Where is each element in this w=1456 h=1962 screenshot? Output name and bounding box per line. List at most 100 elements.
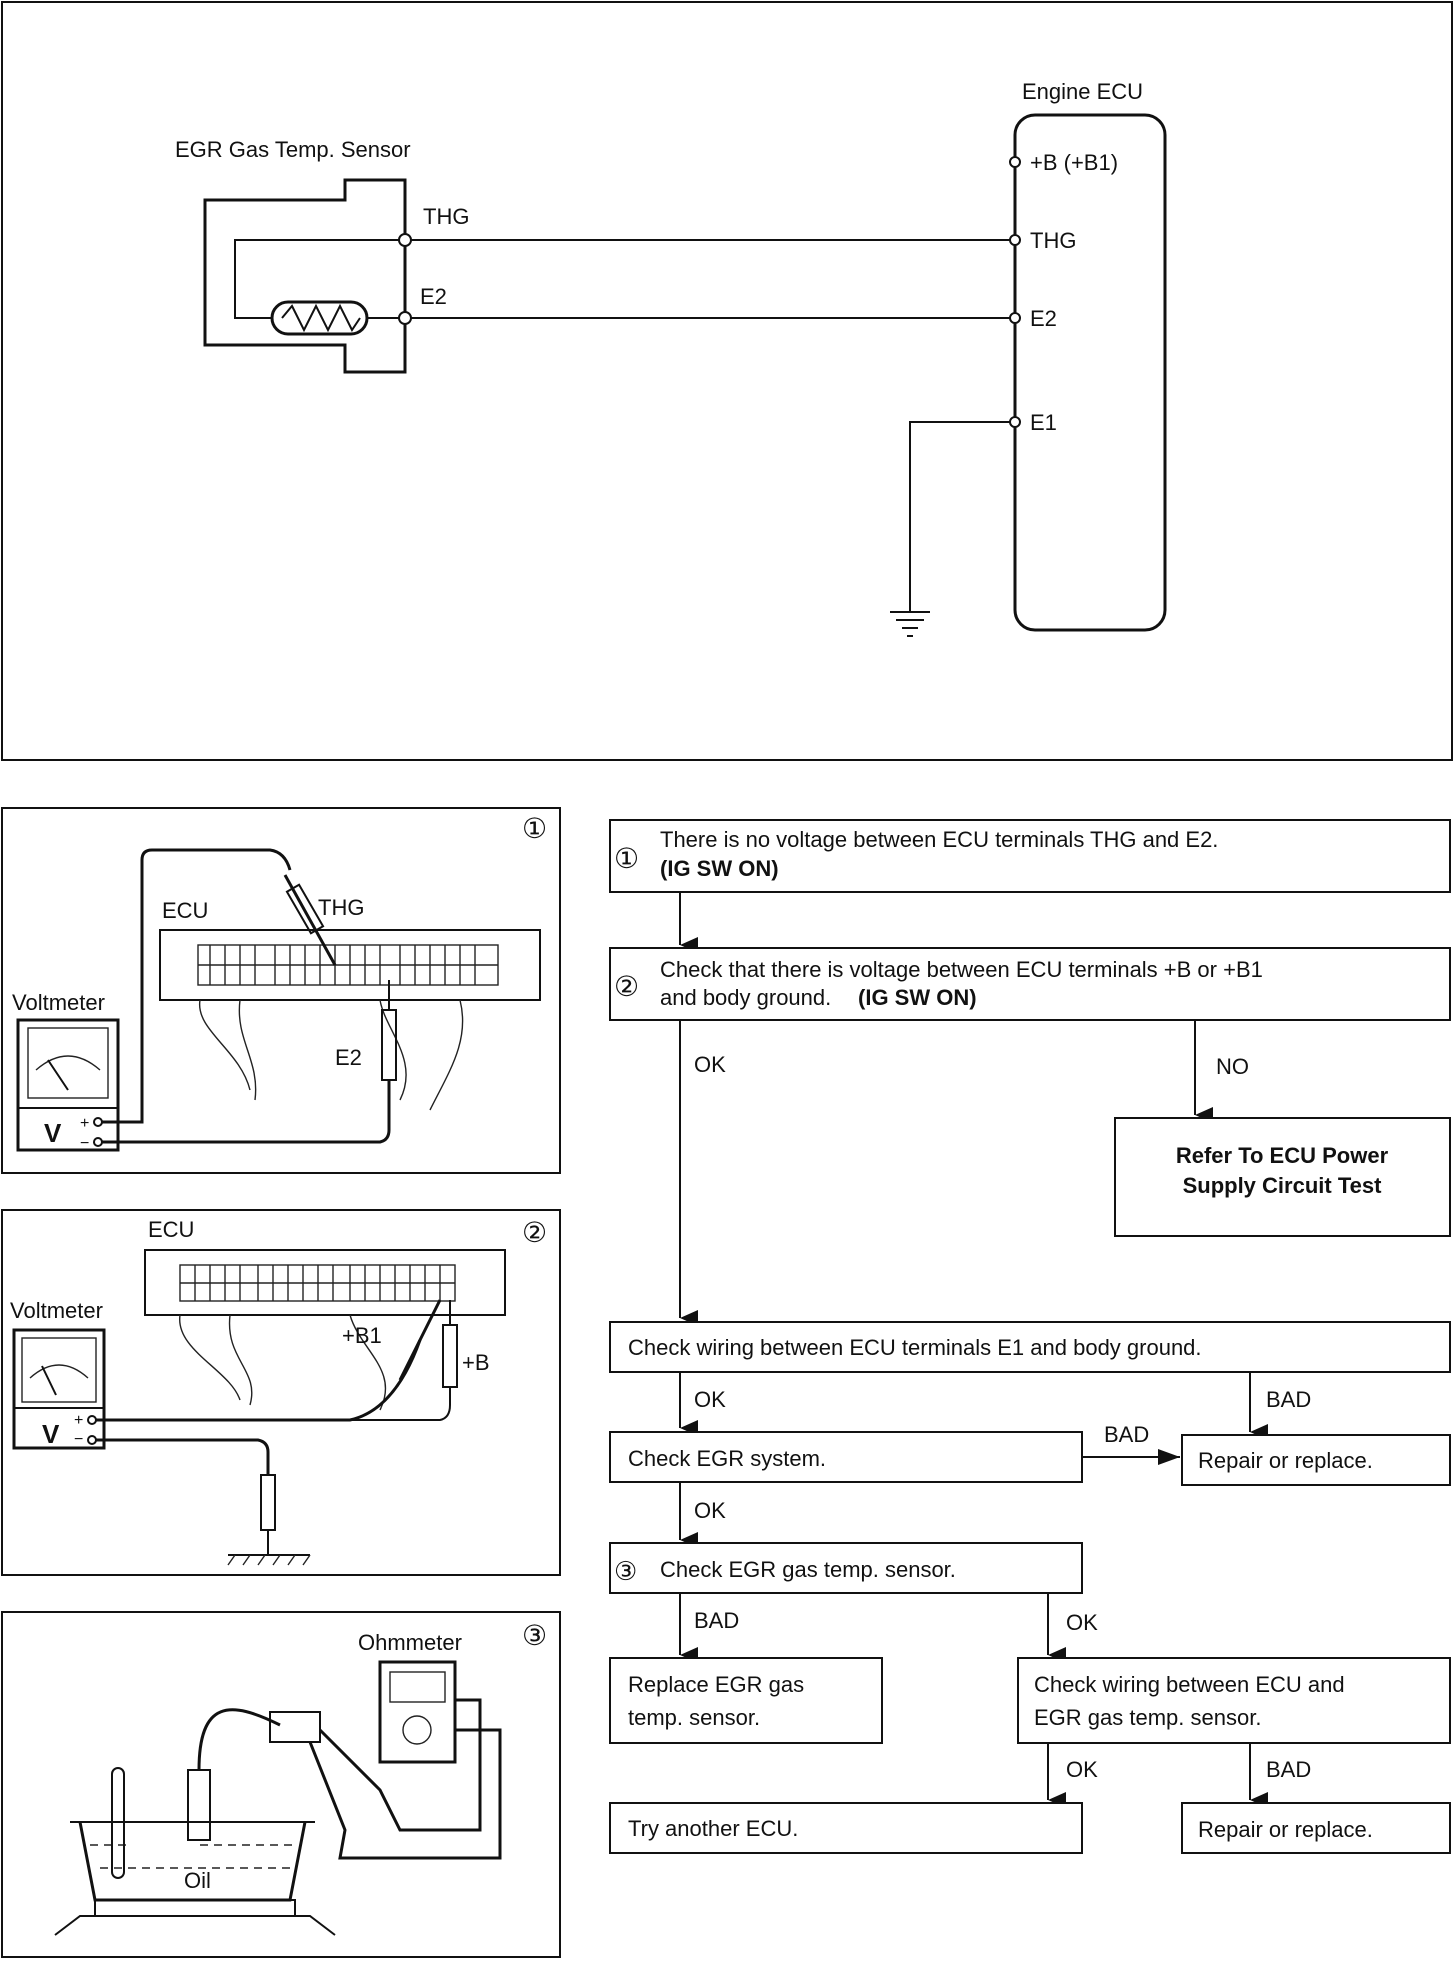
panel-3-frame [1,1611,561,1958]
flow-no-1: NO [1216,1054,1249,1079]
flow-bad-2: BAD [1266,1387,1311,1412]
negative-lead [102,1080,391,1144]
flow-try-ecu-text: Try another ECU. [628,1816,798,1841]
ohmmeter-icon [378,1660,457,1764]
flow-step-1-condition: (IG SW ON) [660,856,779,881]
flow-step-2-box [609,947,1451,1021]
flow-step-3-text: Check EGR gas temp. sensor. [660,1557,956,1582]
panel-2-voltmeter-label: Voltmeter [10,1298,103,1323]
flow-power-supply-text: Refer To ECU Power [1176,1143,1389,1168]
sensor-terminal-thg [398,233,412,247]
troubleshooting-flowchart: ① There is no voltage between ECU termin… [609,819,1451,1854]
panel-2-b1-label: +B1 [342,1323,382,1348]
thermometer-icon [111,1767,125,1879]
ecu-terminal-e2 [1009,312,1021,324]
flow-step-3-box [609,1542,1083,1594]
flow-bad-5: BAD [1266,1757,1311,1782]
flow-repair-text-1: Repair or replace. [1198,1448,1373,1473]
flow-step-2-text: Check that there is voltage between ECU … [660,957,1263,982]
flow-repair-text-2: Repair or replace. [1198,1817,1373,1842]
flow-step-1-box [609,819,1451,893]
sensor-terminal-thg-label: THG [423,204,469,229]
sensor-internal-wire [234,239,405,319]
flow-try-ecu-box [609,1802,1083,1854]
ecu-terminal-e1 [1009,416,1021,428]
svg-text:+: + [74,1412,83,1429]
flow-check-wiring-text: Check wiring between ECU and [1034,1672,1345,1697]
ecu-terminal-b [1009,156,1021,168]
flow-power-supply-box [1114,1117,1451,1237]
ground-icon [890,611,930,637]
flow-ok-4: OK [1066,1610,1098,1635]
panel-3-ohmmeter-label: Ohmmeter [358,1630,462,1655]
flow-check-wiring-text-2: EGR gas temp. sensor. [1034,1705,1261,1730]
flow-step-2-condition: (IG SW ON) [858,985,977,1010]
ohmmeter-lead-2 [308,1728,502,1860]
flow-power-supply-text-2: Supply Circuit Test [1183,1173,1383,1198]
flow-check-wiring-box [1017,1657,1451,1744]
flow-ok-1: OK [694,1052,726,1077]
flow-step-3-number: ③ [614,1556,637,1586]
thg-probe [283,874,337,966]
ecu-terminal-e1-label: E1 [1030,410,1057,435]
panel-3-number: ③ [522,1620,547,1651]
wiring-diagram: Engine ECU +B (+B1) THG E2 E1 EGR Gas Te… [1,1,1453,761]
sensor-connector-icon [269,1711,321,1743]
ecu-terminal-b-label: +B (+B1) [1030,150,1118,175]
voltmeter-icon-2 [12,1328,106,1450]
panel-2-frame [1,1209,561,1576]
panel-3-oil-label: Oil [184,1868,211,1893]
egr-sensor-title: EGR Gas Temp. Sensor [175,137,411,162]
panel-1-thg-label: THG [318,895,364,920]
flow-step-2-number: ② [614,971,639,1002]
flow-replace-sensor-text-2: temp. sensor. [628,1705,760,1730]
panel-1-v-label: V [44,1118,62,1148]
flow-bad-4: BAD [694,1608,739,1633]
ecu-terminal-thg [1009,234,1021,246]
ecu-connector [159,929,541,1001]
svg-text:−: − [80,1135,89,1152]
svg-text:+: + [80,1115,89,1132]
flow-ok-3: OK [694,1498,726,1523]
flow-ok-2: OK [694,1387,726,1412]
panel-1-e2-label: E2 [335,1045,362,1070]
flow-egr-system-text: Check EGR system. [628,1446,826,1471]
flow-replace-sensor-text: Replace EGR gas [628,1672,804,1697]
ecu-terminal-e2-label: E2 [1030,306,1057,331]
ecu-connector-2 [144,1249,506,1316]
panel-1-voltmeter-label: Voltmeter [12,990,105,1015]
flow-step-2-text-2: and body ground. [660,985,831,1010]
negative-lead-2 [96,1438,270,1475]
sensor-terminal-e2-label: E2 [420,284,447,309]
flow-step-1-number: ① [614,843,639,874]
panel-2-b-label: +B [462,1350,490,1375]
flow-replace-sensor-box [609,1657,883,1744]
flow-wiring-e1-box [609,1321,1451,1373]
flow-bad-3: BAD [1104,1422,1149,1447]
positive-lead [102,848,292,1124]
flow-step-1-text: There is no voltage between ECU terminal… [660,827,1218,852]
panel-2-ecu-label: ECU [148,1217,194,1242]
engine-ecu-title: Engine ECU [1022,79,1143,104]
panel-2-number: ② [522,1217,547,1248]
flow-ok-5: OK [1066,1757,1098,1782]
wiring-diagram-frame [1,1,1453,761]
flow-egr-system-box [609,1431,1083,1483]
ohmmeter-lead-1 [318,1698,482,1832]
panel-1-voltage-check: ① ECU THG E2 Voltmeter [1,807,561,1174]
panel-1-ecu-label: ECU [162,898,208,923]
thermistor-zigzag [281,303,361,333]
flow-repair-box-2 [1181,1802,1451,1854]
panel-2-v-label: V [42,1419,60,1449]
sensor-terminal-e2 [398,311,412,325]
voltmeter-icon [16,1018,120,1152]
svg-text:−: − [74,1431,83,1448]
wire-e1-ground [909,421,1010,612]
panel-1-number: ① [522,813,547,844]
panel-3-sensor-check: ③ Ohmmeter Oil [1,1611,561,1958]
flow-repair-box-1 [1181,1434,1451,1486]
flow-wiring-e1-text: Check wiring between ECU terminals E1 an… [628,1335,1202,1360]
panel-2-power-check: ② ECU +B1 +B Voltmeter V + [1,1209,561,1576]
panel-1-frame [1,807,561,1174]
engine-ecu-box [1013,113,1167,632]
